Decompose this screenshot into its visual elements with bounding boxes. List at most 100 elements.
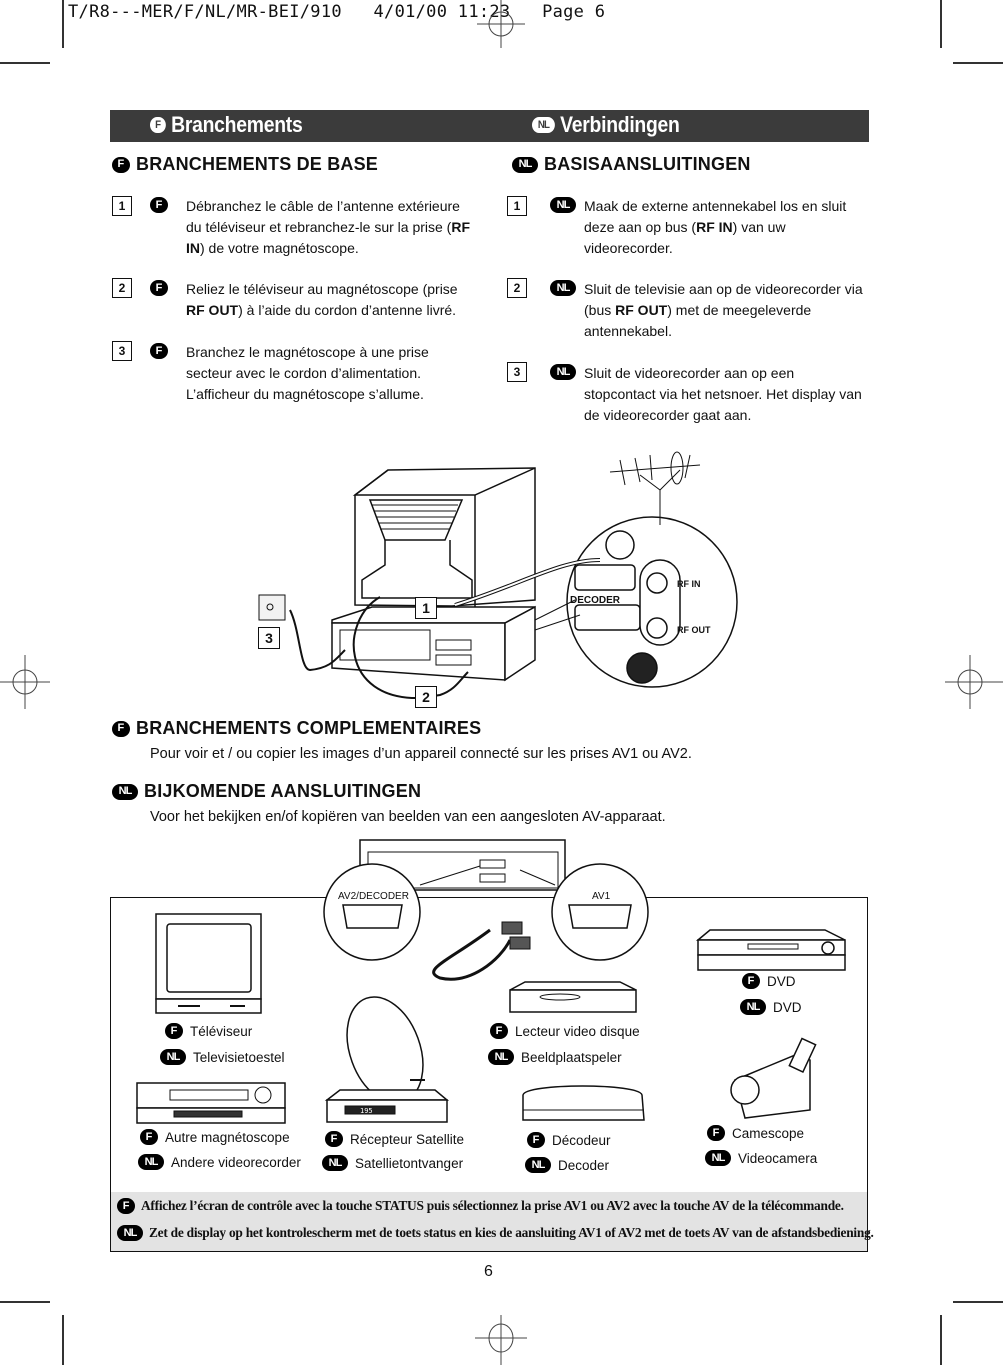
label-text: Téléviseur: [190, 1023, 253, 1039]
lang-badge-nl: NL: [488, 1049, 514, 1065]
connection-diagram: DECODER RF IN RF OUT: [258, 451, 738, 700]
crop-mark: [940, 0, 942, 48]
lang-badge-nl: NL: [512, 156, 538, 173]
heading-text: BRANCHEMENTS DE BASE: [136, 154, 379, 174]
note-text: Affichez l’écran de contrôle avec la tou…: [141, 1198, 844, 1213]
label-text: DVD: [773, 999, 802, 1015]
callout-2: 2: [415, 686, 437, 708]
label-text: Décodeur: [552, 1132, 611, 1148]
label-text: Beeldplaatspeler: [521, 1049, 622, 1065]
lang-badge-fr: F: [150, 117, 166, 133]
notes-bar: F Affichez l’écran de contrôle avec la to…: [111, 1192, 874, 1251]
header-title-fr: Branchements: [171, 112, 303, 137]
lang-badge-fr: F: [112, 156, 130, 173]
lang-badge-fr: F: [117, 1198, 135, 1214]
wall-socket: [258, 594, 286, 621]
lang-badge-nl: NL: [550, 364, 576, 380]
heading-text: BASISAANSLUITINGEN: [544, 154, 751, 174]
crop-mark: [62, 1315, 64, 1365]
label-text: Lecteur video disque: [515, 1023, 640, 1039]
heading-text: BRANCHEMENTS COMPLEMENTAIRES: [136, 718, 482, 738]
note-text: Zet de display op het kontrolescherm met…: [149, 1225, 874, 1240]
step-text: Sluit de televisie aan op de videorecord…: [584, 281, 863, 339]
step-text: Branchez le magnétoscope à une prise sec…: [186, 344, 429, 402]
heading-basic-nl: NL BASISAANSLUITINGEN: [512, 154, 751, 175]
lang-badge-nl: NL: [112, 783, 138, 800]
crop-mark: [0, 62, 50, 64]
lang-badge-nl: NL: [322, 1155, 348, 1171]
lang-badge-fr: F: [150, 280, 168, 296]
laserdisc-player-icon: [509, 981, 637, 1013]
device-label-vcr-nl: NL Andere videorecorder: [138, 1154, 301, 1170]
section-header-bar: F Branchements NL Verbindingen: [110, 110, 869, 142]
step-text: Reliez le téléviseur au magnétoscope (pr…: [186, 281, 458, 318]
crop-mark: [953, 62, 1003, 64]
crop-mark: [0, 1301, 50, 1303]
lang-badge-nl: NL: [117, 1225, 143, 1241]
label-text: Videocamera: [738, 1150, 818, 1166]
step-number: 1: [112, 196, 132, 216]
step-text: Sluit de videorecorder aan op een stopco…: [584, 365, 862, 423]
label-text: Andere videorecorder: [171, 1154, 301, 1170]
crop-mark: [953, 1301, 1003, 1303]
heading-basic-fr: F BRANCHEMENTS DE BASE: [112, 154, 378, 175]
device-label-cam-nl: NL Videocamera: [705, 1150, 817, 1166]
tv-icon: [155, 913, 262, 1014]
lang-badge-nl: NL: [550, 280, 576, 296]
step-number: 2: [507, 278, 527, 298]
page-number: 6: [484, 1263, 493, 1280]
step-number: 3: [507, 362, 527, 382]
crop-mark: [62, 0, 64, 48]
scart-cable-icon: [432, 928, 512, 981]
device-label-ldp-fr: F Lecteur video disque: [490, 1023, 640, 1039]
device-label-dec-nl: NL Decoder: [525, 1157, 609, 1173]
callout-1: 1: [415, 597, 437, 619]
note-fr: F Affichez l’écran de contrôle avec la to…: [117, 1198, 844, 1214]
step-number: 2: [112, 278, 132, 298]
lang-badge-nl: NL: [160, 1049, 186, 1065]
label-text: Decoder: [558, 1157, 610, 1173]
label-text: DVD: [767, 973, 796, 989]
callout-3: 3: [258, 627, 280, 649]
lang-badge-nl: NL: [525, 1157, 551, 1173]
dvd-icon: [695, 929, 846, 971]
crop-mark: [940, 1315, 942, 1365]
lang-badge-fr: F: [112, 720, 130, 737]
heading-extra-nl: NL BIJKOMENDE AANSLUITINGEN: [112, 781, 421, 802]
decoder-label: DECODER: [570, 595, 621, 606]
device-label-tv-nl: NL Televisietoestel: [160, 1049, 285, 1065]
label-text: Televisietoestel: [193, 1049, 285, 1065]
rf-in-label: RF IN: [677, 579, 701, 589]
lang-badge-fr: F: [490, 1023, 508, 1039]
lang-badge-fr: F: [150, 343, 168, 359]
lang-badge-nl: NL: [705, 1150, 731, 1166]
lang-badge-fr: F: [150, 197, 168, 213]
vcr-icon: [136, 1082, 286, 1124]
lang-badge-nl: NL: [138, 1154, 164, 1170]
device-label-dvd-fr: F DVD: [742, 973, 796, 989]
lang-badge-fr: F: [325, 1131, 343, 1147]
extra-text-nl: Voor het bekijken en/of kopiëren van bee…: [150, 809, 666, 825]
device-label-sat-nl: NL Satellietontvanger: [322, 1155, 463, 1171]
header-nl: NL Verbindingen: [532, 112, 680, 138]
extra-text-fr: Pour voir et / ou copier les images d’un…: [150, 746, 692, 762]
devices-panel: [110, 897, 868, 1252]
label-text: Satellietontvanger: [355, 1155, 464, 1171]
lang-badge-fr: F: [742, 973, 760, 989]
print-slug: T/R8---MER/F/NL/MR-BEI/910 4/01/00 11:23…: [68, 2, 606, 22]
lang-badge-nl: NL: [550, 197, 576, 213]
lang-badge-nl: NL: [532, 117, 555, 133]
lang-badge-fr: F: [707, 1125, 725, 1141]
av2-label: AV2/DECODER: [338, 891, 409, 902]
step-text: Maak de externe antennekabel los en slui…: [584, 198, 847, 256]
step-number: 1: [507, 196, 527, 216]
rf-out-label: RF OUT: [677, 625, 711, 635]
label-text: Autre magnétoscope: [165, 1129, 290, 1145]
